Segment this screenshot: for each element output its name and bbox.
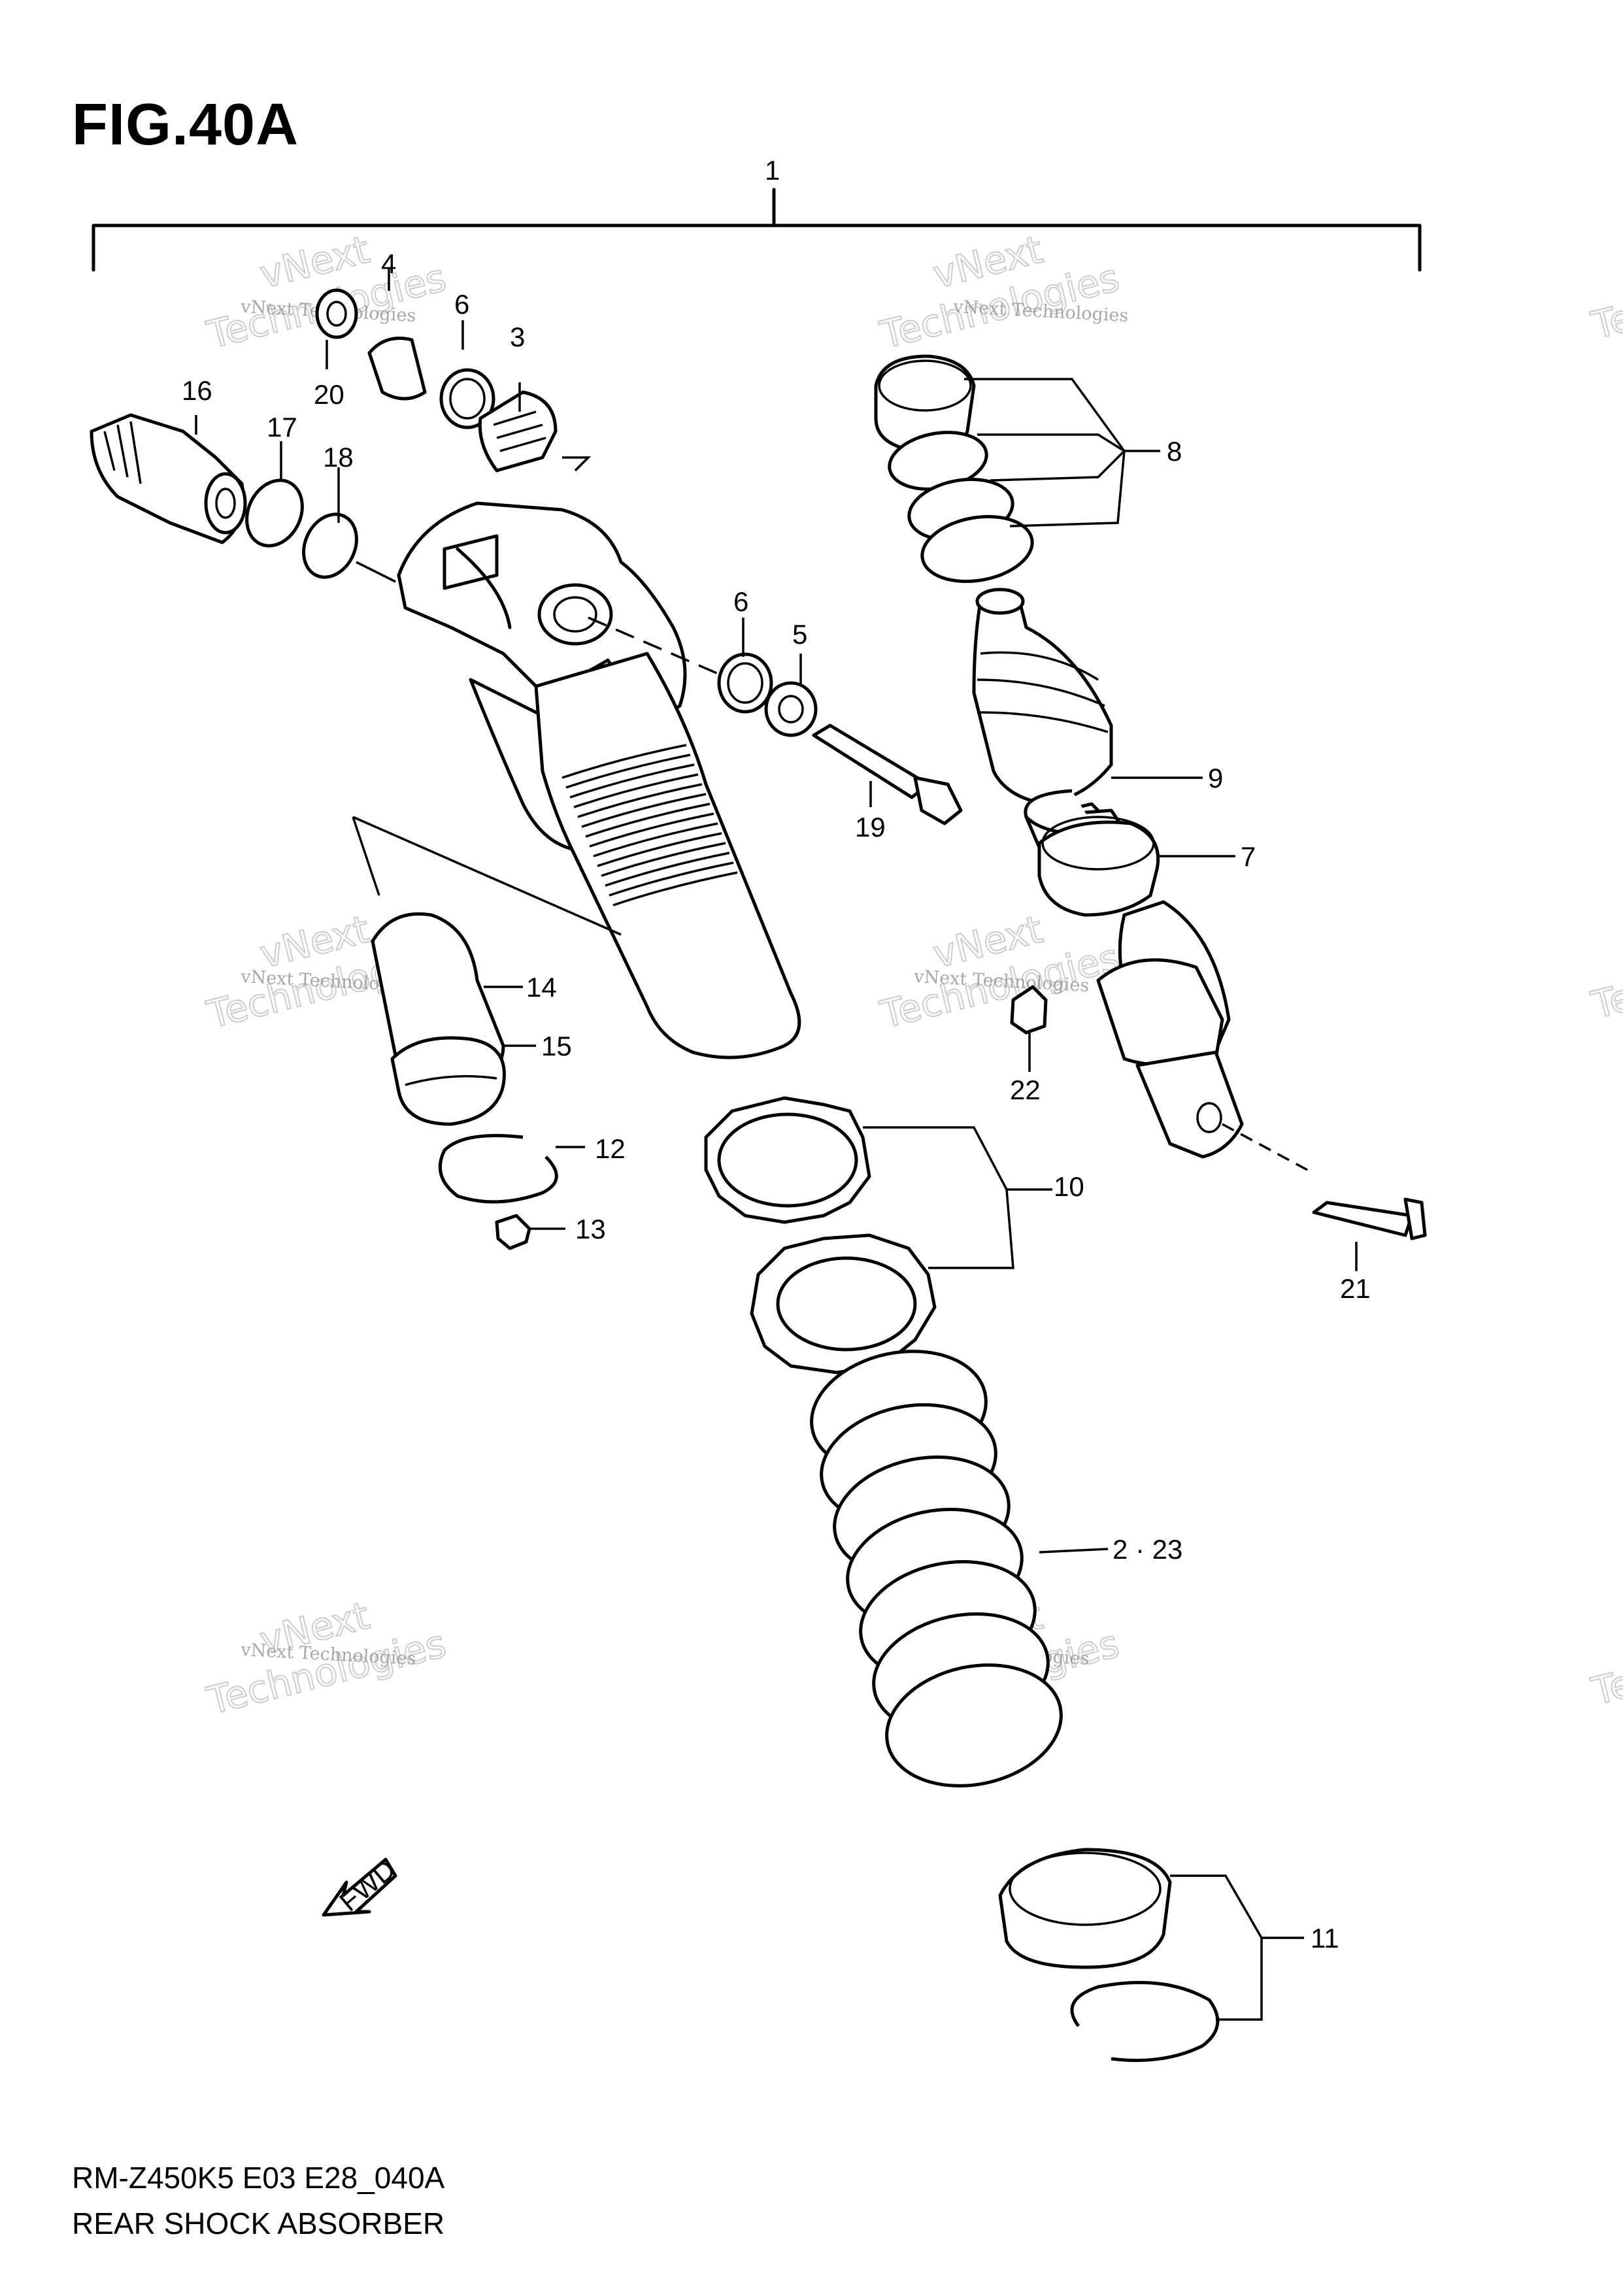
callout-20: 20	[314, 379, 344, 410]
callout-5: 5	[792, 619, 807, 650]
watermark: Technologies	[1586, 245, 1623, 348]
spring-guide-set	[874, 354, 1034, 584]
reservoir-cap	[371, 912, 506, 1126]
assembly-bracket	[92, 188, 1422, 272]
watermark: vNext Technologies	[875, 227, 1124, 358]
callout-7: 7	[1241, 841, 1256, 872]
callout-14: 14	[526, 972, 557, 1003]
callout-21: 21	[1340, 1273, 1371, 1304]
callout-18: 18	[323, 442, 354, 473]
callout-19: 19	[855, 812, 886, 842]
leader-lines	[195, 268, 1358, 2021]
coil-spring	[810, 1350, 1063, 1788]
callout-12: 12	[595, 1133, 626, 1164]
lower-spring-seat	[998, 1848, 1220, 2062]
small-nut	[495, 1214, 531, 1250]
svg-text:Technologies: Technologies	[1587, 246, 1623, 348]
callout-13: 13	[575, 1214, 606, 1244]
callout-11: 11	[1311, 1923, 1339, 1954]
lower-mount-bolt	[1222, 1123, 1427, 1240]
spring-adjuster-nut	[704, 1096, 937, 1374]
mount-bolt	[812, 724, 963, 825]
watermark: vNext Technologies	[202, 227, 451, 358]
callout-22: 22	[1010, 1074, 1041, 1105]
figure-code: RM-Z450K5 E03 E28_040A	[72, 2161, 445, 2195]
figure-title: FIG.40A	[72, 92, 299, 158]
figure-caption: REAR SHOCK ABSORBER	[72, 2206, 445, 2240]
spring-seat	[1037, 816, 1160, 917]
callout-10: 10	[1054, 1171, 1084, 1202]
callout-2-23: 2 · 23	[1113, 1534, 1182, 1565]
compression-adjuster	[90, 413, 247, 544]
fwd-arrow-icon: FWD	[322, 1854, 401, 1917]
watermark: Technologies	[1586, 1611, 1623, 1714]
callout-4: 4	[381, 248, 396, 279]
spacer	[764, 681, 818, 737]
callout-6b: 6	[733, 586, 748, 617]
circlip	[438, 1134, 558, 1204]
callout-6: 6	[454, 289, 469, 320]
o-ring	[245, 478, 304, 548]
o-ring	[302, 512, 358, 579]
callout-8: 8	[1167, 436, 1182, 467]
callout-17: 17	[267, 412, 297, 442]
lock-nut	[1010, 985, 1048, 1035]
callout-15: 15	[541, 1031, 572, 1061]
callout-3: 3	[510, 322, 525, 352]
top-mount-bushing	[315, 288, 592, 473]
svg-text:Technologies: Technologies	[1587, 925, 1623, 1027]
callout-16: 16	[182, 375, 212, 406]
callout-labels: 1 4 6 3 16 17 18 20 8 6 5 19 9 7 14 15 2…	[182, 155, 1371, 1954]
body-threads	[561, 744, 738, 907]
shock-body	[352, 501, 801, 1059]
callout-1: 1	[765, 155, 780, 186]
callout-9: 9	[1208, 763, 1223, 793]
watermark: Technologies	[1586, 925, 1623, 1028]
svg-text:Technologies: Technologies	[1587, 1612, 1623, 1714]
